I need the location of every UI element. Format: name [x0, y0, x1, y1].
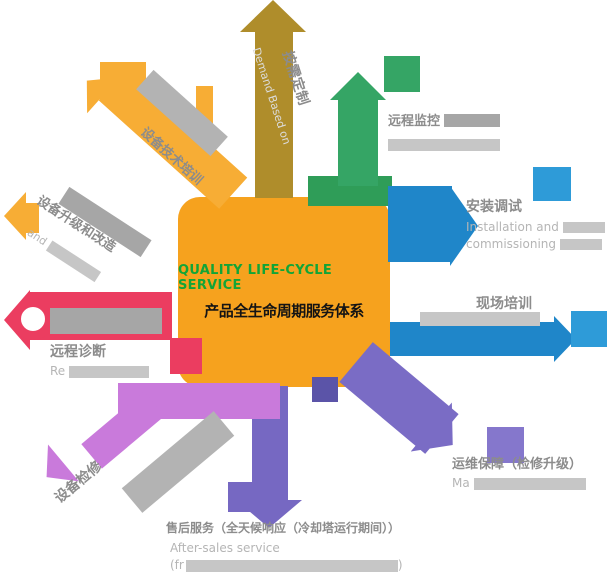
redacted-bar	[69, 365, 150, 378]
aftersales-label-en1: After-sales service	[170, 541, 280, 555]
center-title-en: QUALITY LIFE-CYCLE SERVICE	[178, 263, 333, 293]
diagnosis-ring-icon	[12, 298, 54, 340]
tech-training-icon-box	[100, 62, 146, 100]
diagnosis-label: 远程诊断 Re	[50, 341, 150, 378]
aftersales-label-zh: 售后服务（全天候响应（冷却塔运行期间））	[166, 521, 401, 535]
installation-label-en1: Installation and	[466, 220, 559, 234]
redacted-bar	[444, 114, 501, 127]
diagnosis-label-zh: 远程诊断	[50, 344, 106, 360]
maintenance-label: 运维保障（检修升级） Ma	[452, 453, 586, 490]
monitoring-label-zh: 远程监控	[388, 114, 441, 129]
training-label-zh: 现场培训	[476, 296, 532, 312]
diagnosis-square	[170, 338, 202, 374]
installation-arrow-shaft	[388, 186, 452, 262]
aftersales-label-en2-prefix: (fr	[170, 558, 184, 572]
demand-arrow-shaft	[255, 30, 293, 198]
redacted-bar	[473, 477, 586, 490]
center-title-zh: 产品全生命周期服务体系	[204, 302, 364, 320]
upgrade-label-en-text: and	[24, 226, 50, 249]
upgrade-arrow-head	[4, 192, 26, 240]
maintenance-label-zh: 运维保障（检修升级）	[452, 457, 583, 472]
training-icon-box	[571, 311, 607, 347]
maintenance-label-en: Ma	[452, 476, 470, 490]
redacted-bar	[185, 559, 398, 572]
monitoring-arrow-shaft	[338, 98, 378, 186]
installation-icon-box	[533, 167, 571, 201]
indigo-square	[312, 377, 338, 402]
aftersales-arrow-foot	[228, 482, 254, 512]
redacted-bar	[388, 138, 500, 151]
training-arrow-head	[554, 316, 576, 362]
monitoring-arrow-head	[330, 72, 386, 100]
monitoring-icon-box	[384, 56, 420, 92]
redacted-bar	[562, 222, 605, 233]
aftersales-label-en2-suffix: )	[397, 558, 403, 572]
training-arrow-shaft	[390, 322, 556, 356]
redacted-bar	[420, 312, 540, 326]
diagnosis-label-en: Re	[50, 364, 66, 378]
center-block: QUALITY LIFE-CYCLE SERVICE 产品全生命周期服务体系	[178, 197, 390, 387]
installation-arrow-head	[450, 186, 478, 266]
aftersales-label: 售后服务（全天候响应（冷却塔运行期间）） After-sales service…	[166, 519, 403, 572]
redacted-bar	[45, 240, 101, 282]
redacted-bar	[50, 308, 162, 334]
demand-arrow-head	[240, 0, 306, 32]
installation-label-zh: 安装调试	[466, 199, 522, 215]
installation-label: 安装调试 Installation and commissioning	[466, 196, 605, 251]
monitoring-label: 远程监控	[388, 110, 501, 153]
upgrade-arrow-stub	[25, 203, 39, 233]
redacted-bar	[560, 239, 602, 250]
installation-label-en2: commissioning	[466, 237, 556, 251]
maintenance-icon-box	[487, 427, 524, 463]
